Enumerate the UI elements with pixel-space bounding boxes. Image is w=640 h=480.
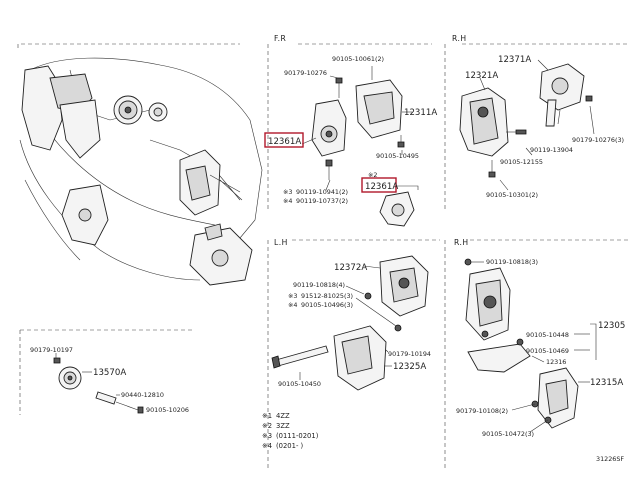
bolt-90119-10818-rh bbox=[464, 258, 472, 266]
label-90105-12155: 90105-12155 bbox=[500, 158, 543, 166]
label-90105-10472: 90105-10472(3) bbox=[482, 430, 534, 438]
label-12372A: 12372A bbox=[334, 263, 367, 273]
label-90105-10448: 90105-10448 bbox=[526, 331, 569, 339]
rh-bottom-section: 90119-10818(3) 12305 90105-10448 90105-1… bbox=[456, 258, 625, 438]
highlight-12361A-sub bbox=[361, 177, 397, 193]
note-text-4: (0201- ) bbox=[276, 442, 304, 450]
label-12321A: 12321A bbox=[465, 71, 498, 81]
bolt-90119-13904 bbox=[515, 129, 527, 135]
note-text-2: 3ZZ bbox=[276, 422, 290, 430]
mark-4-fr: ※4 bbox=[283, 197, 292, 205]
label-90105-10495: 90105-10495 bbox=[376, 152, 419, 160]
section-borders bbox=[17, 43, 628, 470]
bolt-90179-10276-rh bbox=[585, 95, 593, 102]
label-90119-13904: 90119-13904 bbox=[530, 146, 573, 154]
label-90119-10941: 90119-10941(2) bbox=[296, 188, 348, 196]
label-90440-12810: 90440-12810 bbox=[121, 391, 164, 399]
label-90179-10108: 90179-10108(2) bbox=[456, 407, 508, 415]
mark-3-fr: ※3 bbox=[283, 188, 292, 196]
highlight-12361A-main bbox=[264, 132, 304, 148]
section-header-fr: F.R bbox=[274, 34, 287, 43]
label-12315A: 12315A bbox=[590, 378, 623, 388]
bracket-12316 bbox=[467, 343, 531, 373]
label-90179-10197: 90179-10197 bbox=[30, 346, 73, 354]
figure-id: 31226SF bbox=[596, 455, 624, 463]
label-12371A: 12371A bbox=[498, 55, 531, 65]
label-12305: 12305 bbox=[598, 321, 625, 331]
label-90105-10301: 90105-10301(2) bbox=[486, 191, 538, 199]
label-90105-10061: 90105-10061(2) bbox=[332, 55, 384, 63]
section-header-rh-top: R.H bbox=[452, 34, 467, 43]
label-90179-10276-rh: 90179-10276(3) bbox=[572, 136, 624, 144]
mark-star2: ※2 bbox=[368, 171, 377, 179]
nut-91512-81025 bbox=[394, 324, 402, 332]
bolt-90105-10495 bbox=[397, 141, 405, 148]
label-90105-10496: 90105-10496(3) bbox=[301, 301, 353, 309]
note-text-1: 4ZZ bbox=[276, 412, 290, 420]
mark-4-lh: ※4 bbox=[288, 301, 297, 309]
label-12316: 12316 bbox=[546, 358, 566, 366]
pulley-section: 90179-10197 13570A 90440-12810 90105-102… bbox=[30, 346, 189, 414]
section-header-rh-bottom: R.H bbox=[454, 238, 469, 247]
label-90105-10206: 90105-10206 bbox=[146, 406, 189, 414]
rh-top-section: 12371A 12321A 90179-10276(3) 90119-13904… bbox=[459, 55, 624, 199]
note-text-3: (0111-0201) bbox=[276, 432, 319, 440]
label-12361A-main: 12361A bbox=[268, 137, 301, 147]
notes-legend: ※1 4ZZ ※2 3ZZ ※3 (0111-0201) ※4 (0201- ) bbox=[262, 412, 319, 450]
bolt-90105-10450 bbox=[275, 345, 329, 367]
bolt-90179-10276 bbox=[335, 77, 343, 84]
label-90119-10737: 90119-10737(2) bbox=[296, 197, 348, 205]
note-mark-3: ※3 bbox=[262, 432, 272, 440]
label-13570A: 13570A bbox=[93, 368, 126, 378]
label-12311A: 12311A bbox=[404, 108, 437, 118]
fr-section: 90105-10061(2) 90179-10276 12311A 12361A… bbox=[264, 55, 437, 227]
label-90179-10194: 90179-10194 bbox=[388, 350, 431, 358]
collar-90440-12810 bbox=[95, 391, 117, 405]
bolt-90105-10301 bbox=[488, 171, 496, 178]
bolt-90179-10197 bbox=[53, 357, 61, 364]
bolt-90105-10206 bbox=[137, 406, 144, 414]
bolt-90119-10818-lh bbox=[364, 292, 372, 300]
bolt-90119-10941 bbox=[325, 159, 333, 167]
label-91512-81025: 91512-81025(3) bbox=[301, 292, 353, 300]
label-90119-10818-rh: 90119-10818(3) bbox=[486, 258, 538, 266]
label-90105-10450: 90105-10450 bbox=[278, 380, 321, 388]
section-header-lh: L.H bbox=[274, 238, 288, 247]
label-12325A: 12325A bbox=[393, 362, 426, 372]
note-mark-2: ※2 bbox=[262, 422, 272, 430]
lh-section: 12372A 90119-10818(4) ※3 91512-81025(3) … bbox=[271, 255, 431, 391]
label-12361A-sub: 12361A bbox=[365, 182, 398, 192]
note-mark-1: ※1 bbox=[262, 412, 272, 420]
mark-3-lh: ※3 bbox=[288, 292, 297, 300]
note-mark-4: ※4 bbox=[262, 442, 272, 450]
label-90119-10818-lh: 90119-10818(4) bbox=[293, 281, 345, 289]
engine-illustration bbox=[19, 57, 263, 286]
label-90105-10469: 90105-10469 bbox=[526, 347, 569, 355]
label-90179-10276: 90179-10276 bbox=[284, 69, 327, 77]
